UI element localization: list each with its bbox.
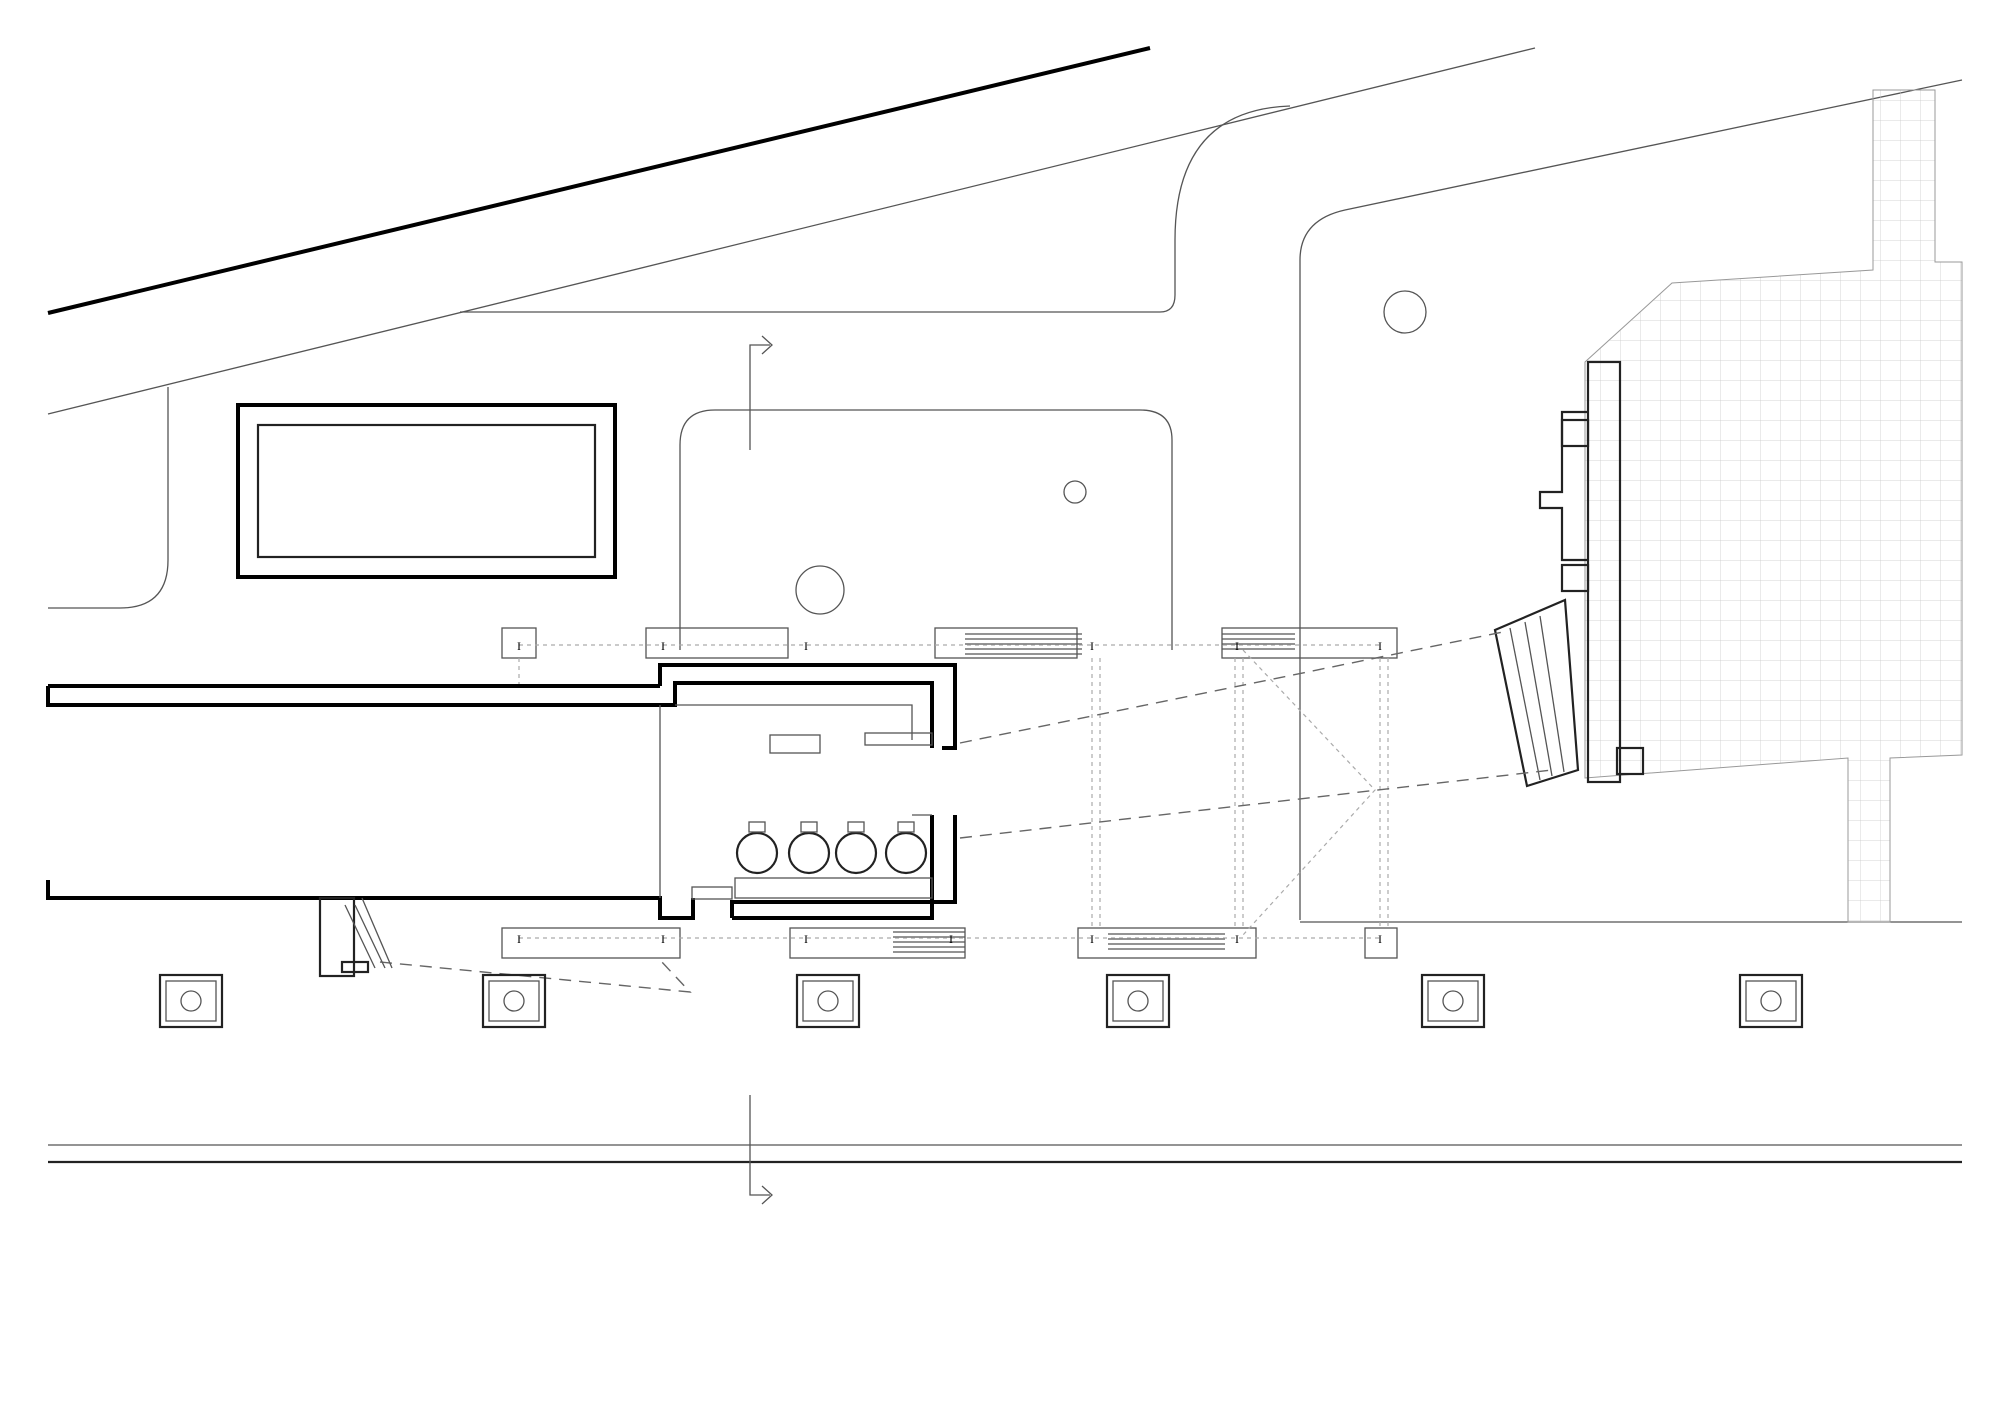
bench-slats (965, 633, 1295, 655)
lower-stair (318, 896, 393, 978)
tree-plaza (1383, 290, 1427, 334)
tank (884, 831, 928, 875)
pier-marker: I (661, 639, 665, 653)
pier-marker: I (804, 932, 808, 946)
plaza-paving (1584, 89, 1963, 923)
tiled-plaza (1493, 89, 1963, 923)
pier-marker: I (1090, 932, 1094, 946)
bench-slats (893, 931, 1225, 953)
plaza-pier-3 (1615, 746, 1645, 776)
canopy-column (1221, 627, 1398, 659)
road-curb-curve (460, 105, 1291, 313)
road-edges (47, 46, 1963, 1164)
tree-pit (158, 973, 224, 1029)
pier-marker: I (1235, 639, 1239, 653)
pier-marker: I (517, 639, 521, 653)
tank (834, 831, 878, 875)
lawn-island (679, 290, 1427, 650)
pier-marker: I (661, 932, 665, 946)
channel-walls (46, 663, 957, 920)
tank (735, 831, 779, 875)
canopy-column (789, 927, 966, 959)
pool-outer-wall (236, 403, 617, 579)
canopy-top-row (501, 627, 1398, 659)
plaza-step-edge (1538, 410, 1588, 562)
plaza-edge (1299, 79, 1963, 920)
section-markers (749, 335, 773, 1205)
tree-pit (1738, 973, 1804, 1029)
pier-markers: I I I I I I I I I I I I I (517, 639, 1382, 946)
pier-marker: I (517, 932, 521, 946)
canopy-column (645, 627, 789, 659)
pump-room (659, 704, 933, 900)
pier-marker: I (804, 639, 808, 653)
section-marker-bottom (749, 1095, 773, 1205)
pier-marker: I (1378, 639, 1382, 653)
canopy-column (1077, 927, 1257, 959)
left-curb (48, 387, 169, 609)
canopy-column (1364, 927, 1398, 959)
control-panel (769, 734, 821, 754)
ramp-tread (1509, 627, 1541, 781)
road-edge-heavy (47, 46, 1151, 315)
canopy-bottom-row (501, 927, 1398, 959)
pier-marker: I (1235, 932, 1239, 946)
equipment-plinth (734, 877, 933, 899)
wall-shelf (864, 732, 933, 746)
plaza-pier-1 (1560, 418, 1590, 448)
pier-marker: I (949, 932, 953, 946)
ramp-tread (1539, 615, 1565, 773)
pier-marker: I (1378, 932, 1382, 946)
road-edge-thin (47, 47, 1536, 415)
tree-small (1063, 480, 1087, 504)
reflecting-pool (236, 403, 617, 579)
lawn-outline (679, 409, 1173, 650)
tank (787, 831, 831, 875)
pool-inner-wall (256, 423, 597, 559)
plaza-ramp (1493, 598, 1580, 788)
ramp-tread (1524, 621, 1553, 777)
canopy-column (501, 927, 681, 959)
tree-pits (158, 973, 1804, 1029)
overhead-beams (518, 644, 1389, 939)
pier-marker: I (1090, 639, 1094, 653)
section-marker-top (749, 335, 773, 450)
plaza-pier-2 (1560, 563, 1590, 593)
tree-pit (1105, 973, 1171, 1029)
tree-pit (795, 973, 861, 1029)
storage-tanks (735, 821, 928, 875)
tree-pit (481, 973, 547, 1029)
tree-pit (1420, 973, 1486, 1029)
projection-lines (379, 631, 1553, 993)
tree-large (795, 565, 845, 615)
canopy-column (934, 627, 1078, 659)
